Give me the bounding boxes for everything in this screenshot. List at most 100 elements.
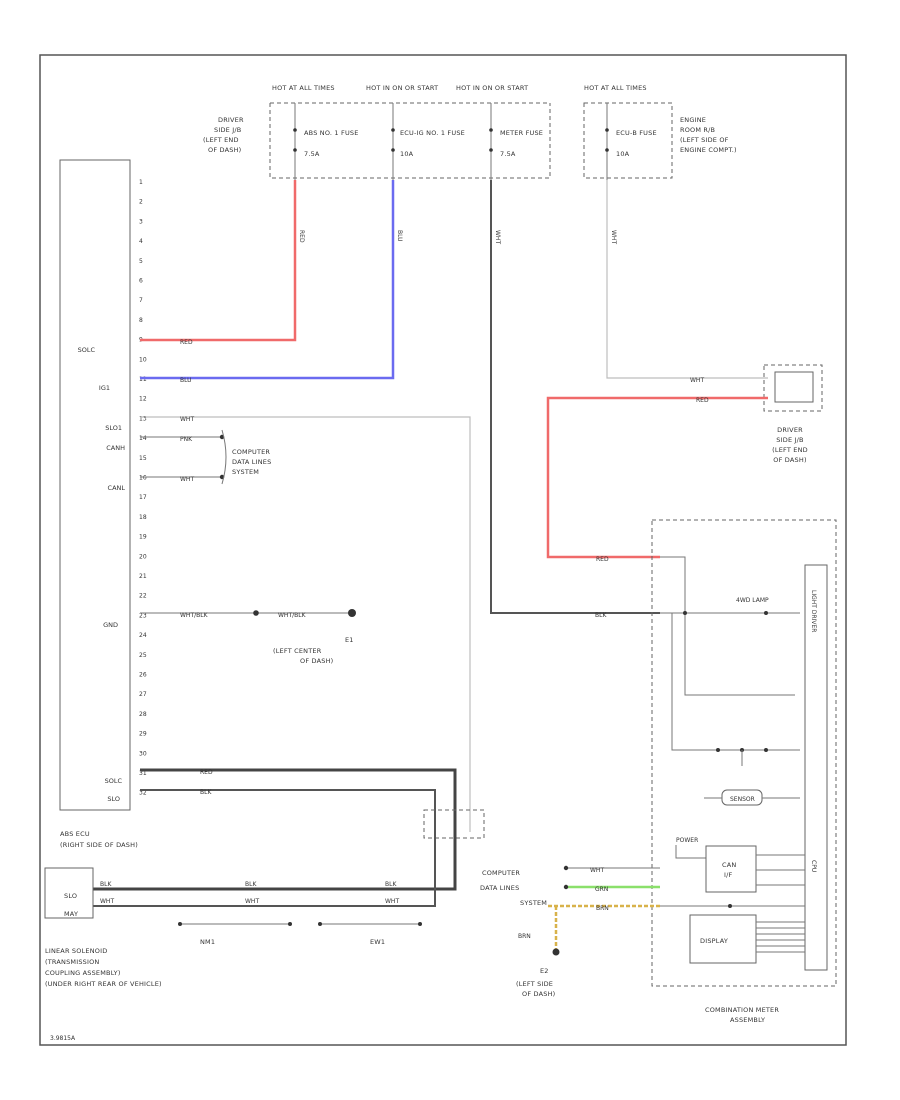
- cdl1-l1: COMPUTER: [232, 448, 270, 456]
- meter-box: [651, 519, 837, 987]
- can-ic: [705, 845, 757, 893]
- sol-pin-2: MAY: [64, 910, 78, 918]
- wire-ecub-label-2: WHT: [690, 377, 704, 384]
- sol-wire-2: WHT: [100, 898, 114, 905]
- meter-grn-label: GRN: [595, 886, 608, 893]
- ecu-pin-3: 3: [139, 218, 143, 225]
- wire-solc: [140, 768, 457, 835]
- ecu-pin-26: 26: [139, 672, 147, 679]
- fuse-4-hot: HOT AT ALL TIMES: [584, 84, 647, 92]
- erb-label-4: ENGINE COMPT.): [680, 146, 737, 154]
- e1-loc1: (LEFT CENTER: [273, 647, 322, 655]
- sig-gnd: GND: [103, 621, 118, 629]
- ecu-pin-7: 7: [139, 297, 143, 304]
- meter-display-label: DISPLAY: [700, 937, 728, 945]
- meter-wire-1: [660, 556, 795, 696]
- cdl2-l2: DATA LINES: [480, 884, 519, 892]
- fuse-3-amp: 7.5A: [500, 150, 516, 158]
- fuse-4-name: ECU-B FUSE: [616, 129, 657, 137]
- wire-blu-label: BLU: [396, 230, 403, 242]
- solenoid-box: [44, 867, 94, 919]
- ecu-pin-30: 30: [139, 750, 147, 757]
- cdl2-l3: SYSTEM: [520, 899, 547, 907]
- can-ic-links: [756, 854, 805, 886]
- footer-code: 3.9815A: [50, 1035, 76, 1042]
- meter-display: [689, 914, 757, 964]
- splice-box: [423, 809, 485, 839]
- meter-sensor-label: SENSOR: [730, 796, 755, 803]
- e1-wire-label: WHT/BLK: [278, 612, 307, 619]
- ecu-pin-22: 22: [139, 593, 147, 600]
- sol-wire-3: BLK: [245, 881, 257, 888]
- ecu-pin-13: 13: [139, 415, 147, 422]
- fuse-1: ABS NO. 1 FUSE 7.5A: [293, 103, 358, 180]
- sig-slo1: SLO1: [105, 424, 122, 432]
- wire-solc-down: [90, 835, 457, 891]
- ecu-name: ABS ECU: [60, 830, 90, 838]
- fuse-3-name: METER FUSE: [500, 129, 543, 137]
- can-bracket: [221, 429, 227, 485]
- p11-wire-label: BLU: [180, 377, 192, 384]
- ecu-pin-12: 12: [139, 396, 147, 403]
- p31-wire-label: BLK: [200, 789, 212, 796]
- meter-wire-6: [675, 845, 706, 859]
- sig-slo: SLO: [107, 795, 120, 803]
- wire-red-abs: [140, 180, 297, 342]
- sol-wire-5: BLK: [385, 881, 397, 888]
- wire-gray-ecub: [606, 180, 768, 379]
- djb2-box: [763, 364, 823, 412]
- ecu-pin-25: 25: [139, 652, 147, 659]
- wire-red-label: RED: [298, 230, 305, 243]
- e2-loc1: (LEFT SIDE: [516, 980, 553, 988]
- sig-solc2: SOLC: [105, 777, 123, 785]
- fuse-4: ECU-B FUSE 10A: [605, 103, 657, 180]
- wire-gray-slo1: [140, 416, 471, 832]
- ecu-pin-6: 6: [139, 278, 143, 285]
- ecu-pin-2: 2: [139, 199, 143, 206]
- meter-power: POWER: [676, 837, 698, 844]
- abs-ecu: 1234567891011121314151617181920212223242…: [59, 159, 147, 849]
- wire-red-ecub-label: RED: [696, 397, 709, 404]
- wire-blue-ig: [140, 180, 395, 380]
- sol-name-3: COUPLING ASSEMBLY): [45, 969, 121, 977]
- ecu-pin-15: 15: [139, 455, 147, 462]
- splice-ew1: EW1: [370, 938, 385, 946]
- p13-wire-label: WHT: [180, 416, 194, 423]
- ecu-pin-29: 29: [139, 731, 147, 738]
- e2-wire-label: BRN: [518, 933, 531, 940]
- cdl2-l1: COMPUTER: [482, 869, 520, 877]
- diagram-frame: [39, 54, 847, 1046]
- fuse-1-amp: 7.5A: [304, 150, 320, 158]
- ecu-body: [59, 159, 131, 811]
- wire-slo-down: [90, 832, 436, 907]
- splice-nm1: NM1: [200, 938, 215, 946]
- ecu-pin-10: 10: [139, 356, 147, 363]
- fuse-3-hot: HOT IN ON OR START: [456, 84, 528, 92]
- fuse-2: ECU-IG NO. 1 FUSE 10A: [391, 103, 465, 180]
- meter-name-2: ASSEMBLY: [730, 1016, 765, 1024]
- sig-ig1: IG1: [99, 384, 110, 392]
- djb2-inner: [774, 371, 814, 403]
- e1-loc2: OF DASH): [300, 657, 333, 665]
- fuse-3: METER FUSE 7.5A: [489, 103, 543, 180]
- meter-wht-label: WHT: [590, 867, 604, 874]
- erb-label-2: ROOM R/B: [680, 126, 715, 134]
- p23-wire-label: WHT/BLK: [180, 612, 209, 619]
- meter-indicator: LIGHT DRIVER: [810, 590, 817, 632]
- ecu-pin-21: 21: [139, 573, 147, 580]
- p9-wire-label: RED: [180, 339, 193, 346]
- meter-wire-3: [671, 613, 800, 751]
- ecu-pin-8: 8: [139, 317, 143, 324]
- e2-id: E2: [540, 967, 549, 975]
- fuse-2-name: ECU-IG NO. 1 FUSE: [400, 129, 465, 137]
- ecu-pin-28: 28: [139, 711, 147, 718]
- driver-jb-box: [269, 103, 551, 179]
- ecu-pin-17: 17: [139, 494, 147, 501]
- ecu-pin-11: 11: [139, 376, 147, 383]
- fuse-4-amp: 10A: [616, 150, 630, 158]
- can-ic-l1: CAN: [722, 861, 736, 869]
- engine-rb-box: [583, 102, 673, 179]
- djb-label-1: DRIVER: [218, 116, 244, 124]
- ecu-pin-31: 31: [139, 770, 147, 777]
